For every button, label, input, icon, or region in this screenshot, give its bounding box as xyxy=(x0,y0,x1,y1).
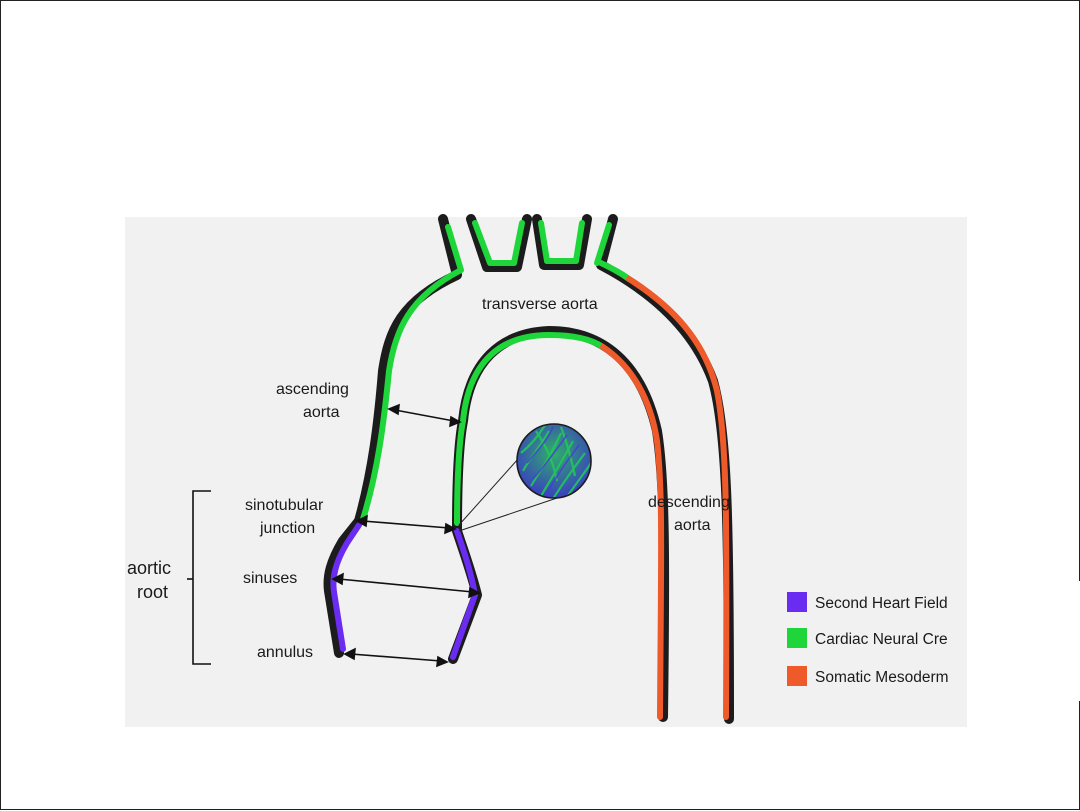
outer-wall-green xyxy=(360,224,464,522)
label-transverse-aorta: transverse aorta xyxy=(482,296,598,313)
aortic-root-bracket xyxy=(187,490,211,665)
dimension-arrows xyxy=(331,403,481,668)
arrow-ascending xyxy=(394,409,455,422)
inner-wall-orange xyxy=(600,344,665,720)
legend-swatch xyxy=(787,628,807,648)
inner-wall-outline xyxy=(448,326,670,722)
legend-swatch xyxy=(787,592,807,612)
legend: Second Heart Field Cardiac Neural Cre So… xyxy=(787,592,949,686)
label-descending-1: descending xyxy=(648,494,730,511)
label-annulus: annulus xyxy=(257,644,313,661)
outer-wall-purple xyxy=(330,522,362,652)
cell-detail-circle xyxy=(517,424,591,498)
labels: transverse aorta ascending aorta sinotub… xyxy=(127,296,730,661)
outer-wall-outline xyxy=(323,214,462,658)
inner-wall-green xyxy=(454,332,606,526)
label-descending-2: aorta xyxy=(674,517,711,534)
neck-vessels xyxy=(466,214,734,724)
legend-item-cardiac-neural-crest: Cardiac Neural Cre xyxy=(787,628,948,648)
label-aortic: aortic xyxy=(127,558,171,578)
label-root: root xyxy=(137,582,168,602)
label-ascending-2: aorta xyxy=(303,404,340,421)
label-ascending-1: ascending xyxy=(276,381,349,398)
legend-item-second-heart-field: Second Heart Field xyxy=(787,592,948,612)
label-sinotubular-1: sinotubular xyxy=(245,497,324,514)
legend-item-somatic-mesoderm: Somatic Mesoderm xyxy=(787,666,949,686)
inner-wall xyxy=(448,326,670,722)
legend-label: Somatic Mesoderm xyxy=(815,669,949,686)
arrow-sinotubular xyxy=(362,520,450,529)
outer-wall xyxy=(323,214,464,658)
arrow-sinuses xyxy=(338,578,474,593)
zoom-callout xyxy=(458,423,592,532)
arrow-annulus xyxy=(350,653,442,662)
legend-label: Cardiac Neural Cre xyxy=(815,631,948,648)
legend-swatch xyxy=(787,666,807,686)
legend-label: Second Heart Field xyxy=(815,595,948,612)
label-sinuses: sinuses xyxy=(243,570,297,587)
label-sinotubular-2: junction xyxy=(259,520,315,537)
